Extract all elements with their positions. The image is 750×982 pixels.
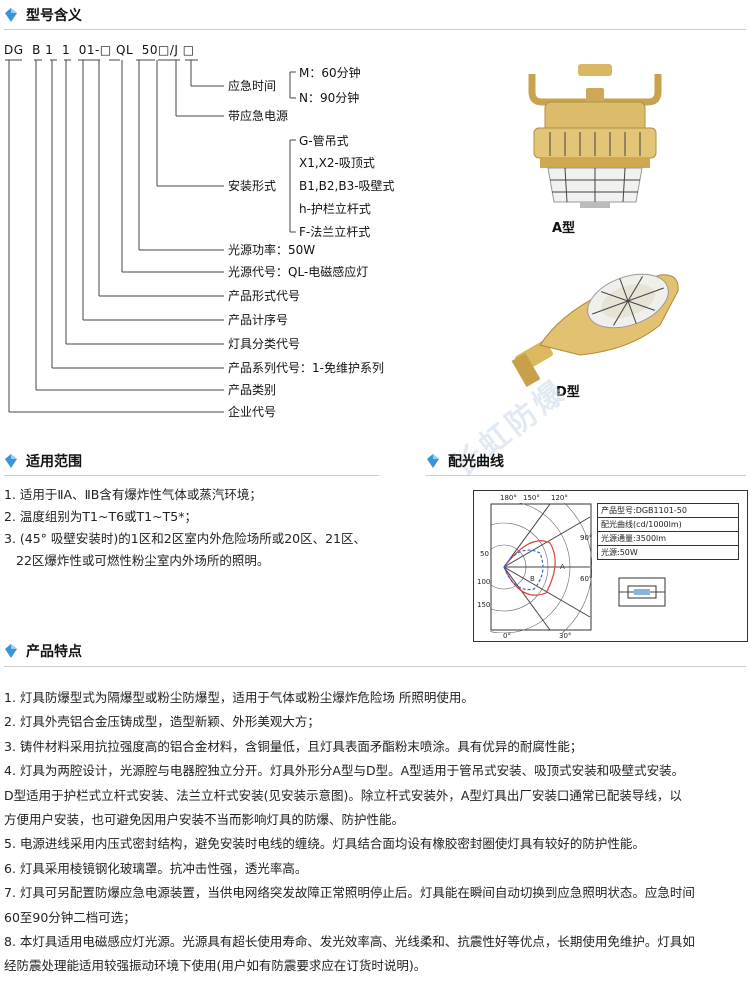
lamp-symbol-icon	[618, 577, 666, 607]
feature-item: 7. 灯具可另配置防爆应急电源装置，当供电网络突发故障正常照明停止后。灯具能在瞬…	[4, 885, 695, 901]
label-m: M：60分钟	[299, 66, 361, 80]
label-install-b: B1,B2,B3-吸壁式	[299, 179, 395, 193]
label-category: 产品类别	[228, 383, 277, 397]
section-header-features: 产品特点	[4, 640, 82, 662]
curve-info-table: 产品型号:DGB1101-50 配光曲线(cd/1000lm) 光源通量:350…	[597, 503, 739, 560]
section-header-scope: 适用范围	[4, 450, 82, 472]
info-power: 光源:50W	[601, 548, 638, 557]
scope-item: 22区爆炸性或可燃性粉尘室内外场所的照明。	[16, 553, 270, 568]
feature-item: 2. 灯具外壳铝合金压铸成型，造型新颖、外形美观大方；	[4, 714, 320, 730]
angle-label: 30°	[559, 632, 572, 640]
caption-type-d: D型	[556, 385, 580, 400]
label-install-g: G-管吊式	[299, 134, 349, 148]
section-title: 配光曲线	[448, 454, 504, 470]
angle-label: 90°	[580, 534, 593, 542]
divider	[4, 475, 379, 476]
angle-label: 0°	[503, 632, 511, 640]
label-install-f: F-法兰立杆式	[299, 225, 371, 239]
label-power: 光源功率：50W	[228, 243, 316, 257]
scope-item: 1. 适用于ⅡA、ⅡB含有爆炸性气体或蒸汽环境；	[4, 487, 262, 502]
scope-item: 2. 温度组别为T1~T6或T1~T5*；	[4, 509, 197, 524]
angle-label: 150°	[523, 494, 540, 502]
feature-item: 经防震处理能适用较强振动环境下使用(用户如有防震要求应在订货时说明)。	[4, 958, 427, 974]
scale-label: 100	[477, 578, 491, 586]
feature-item: 3. 铸件材料采用抗拉强度高的铝合金材料，含铜量低，且灯具表面矛酯粉末喷涂。具有…	[4, 738, 583, 754]
label-series: 产品系列代号：1-免维护系列	[228, 361, 384, 375]
curve-label-b: B	[530, 575, 535, 583]
lamp-d-image	[511, 273, 679, 387]
info-flux: 光源通量:3500lm	[598, 532, 738, 546]
section-header-curve: 配光曲线	[426, 450, 504, 472]
scale-label: 150	[477, 601, 491, 609]
angle-label: 180°	[500, 494, 517, 502]
label-form-code: 产品形式代号	[228, 289, 301, 303]
curve-label-a: A	[560, 563, 565, 571]
label-company: 企业代号	[228, 405, 277, 419]
label-emergency-power: 带应急电源	[228, 109, 289, 123]
angle-label: 60°	[580, 575, 593, 583]
feature-item: D型适用于护栏式立杆式安装、法兰立杆式安装(见安装示意图)。除立杆式安装外，A型…	[4, 787, 682, 803]
scope-item: 3. (45° 吸壁安装时)的1区和2区室内外危险场所或20区、21区、	[4, 531, 367, 546]
model-code: DG B 1 1 01-□ QL 50□/J □	[4, 43, 195, 57]
label-source-code: 光源代号：QL-电磁感应灯	[228, 265, 369, 279]
feature-item: 方便用户安装，也可避免因用户安装不当而影响灯具的防爆、防护性能。	[4, 812, 405, 828]
divider	[426, 475, 746, 476]
section-title: 型号含义	[26, 8, 82, 24]
label-n: N：90分钟	[299, 91, 360, 105]
feature-item: 60至90分钟二档可选；	[4, 909, 136, 925]
section-title: 适用范围	[26, 454, 82, 470]
section-title: 产品特点	[26, 644, 82, 660]
feature-item: 1. 灯具防爆型式为隔爆型或粉尘防爆型，适用于气体或粉尘爆炸危险场 所照明使用。	[4, 690, 474, 705]
divider	[4, 666, 746, 667]
feature-item: 5. 电源进线采用内压式密封结构，避免安装时电线的缠绕。灯具结合面均设有橡胶密封…	[4, 836, 645, 852]
label-install-form: 安装形式	[228, 179, 277, 193]
info-model: 产品型号:DGB1101-50	[598, 504, 738, 518]
divider	[4, 29, 746, 30]
feature-item: 8. 本灯具适用电磁感应灯光源。光源具有超长使用寿命、发光效率高、光线柔和、抗震…	[4, 934, 695, 950]
model-diagram-lines	[5, 59, 296, 413]
diamond-icon	[5, 454, 17, 468]
polar-diagram: B A	[490, 503, 592, 633]
feature-item: 6. 灯具采用棱镜钢化玻璃罩。抗冲击性强，透光率高。	[4, 860, 308, 876]
label-emergency-time: 应急时间	[228, 79, 277, 93]
label-lamp-class: 灯具分类代号	[228, 337, 301, 351]
label-install-x: X1,X2-吸顶式	[299, 156, 375, 170]
light-distribution-chart	[473, 490, 748, 642]
caption-type-a: A型	[552, 221, 576, 236]
feature-item: 4. 灯具为两腔设计，光源腔与电器腔独立分开。灯具外形分A型与D型。A型适用于管…	[4, 763, 685, 779]
scope-list: 1. 适用于ⅡA、ⅡB含有爆炸性气体或蒸汽环境； 2. 温度组别为T1~T6或T…	[4, 484, 366, 572]
diamond-icon	[5, 8, 17, 22]
diamond-icon	[427, 454, 439, 468]
lamp-a-image	[528, 64, 662, 208]
features-list: 1. 灯具防爆型式为隔爆型或粉尘防爆型，适用于气体或粉尘爆炸危险场 所照明使用。…	[4, 686, 748, 979]
section-header-model: 型号含义	[4, 4, 82, 26]
info-curve: 配光曲线(cd/1000lm)	[598, 518, 738, 532]
label-install-h: h-护栏立杆式	[299, 202, 371, 216]
scale-label: 50	[480, 550, 489, 558]
angle-label: 120°	[551, 494, 568, 502]
label-seq: 产品计序号	[228, 313, 289, 327]
diamond-icon	[5, 644, 17, 658]
